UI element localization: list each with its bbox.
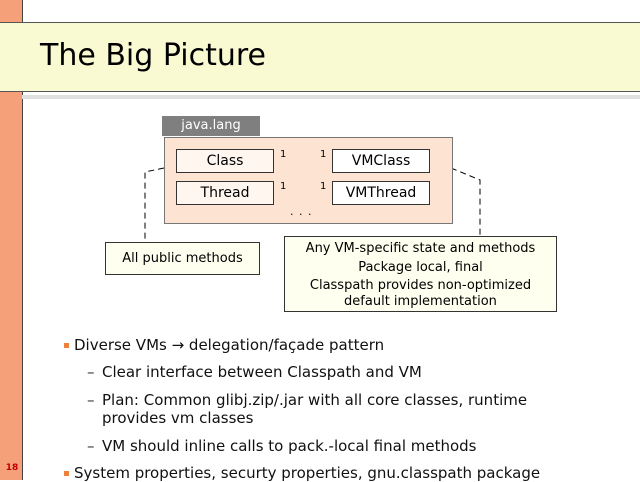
- sub-bullet-text: Plan: Common glibj.zip/.jar with all cor…: [102, 391, 528, 427]
- title-divider: [22, 95, 640, 99]
- slide-number: 18: [5, 463, 19, 473]
- title-bar: [0, 22, 640, 92]
- ellipsis: . . .: [290, 205, 313, 218]
- note-vm-line: Any VM-specific state and methods: [305, 241, 536, 256]
- sub-bullet-item: – VM should inline calls to pack.-local …: [87, 437, 477, 455]
- bullet-marker: [64, 471, 69, 476]
- bullet-item: Diverse VMs → delegation/façade pattern: [64, 336, 385, 354]
- class-box-vmthread: VMThread: [332, 181, 430, 205]
- dash-marker: –: [87, 437, 95, 455]
- note-vm-line: Classpath provides non-optimized: [309, 278, 532, 293]
- sub-bullet-item: – Plan: Common glibj.zip/.jar with all c…: [87, 391, 572, 427]
- sub-bullet-text: VM should inline calls to pack.-local fi…: [102, 437, 477, 455]
- bullet-item: System properties, securty properties, g…: [64, 464, 541, 482]
- note-vm-specific: Any VM-specific state and methods Packag…: [284, 236, 557, 312]
- note-public-methods: All public methods: [105, 242, 260, 275]
- multiplicity-thread-left: 1: [280, 181, 287, 192]
- dashed-connector-vm: [450, 167, 481, 237]
- slide-title: The Big Picture: [40, 38, 266, 73]
- slide-sidebar: [0, 0, 23, 480]
- class-box-thread: Thread: [176, 181, 274, 205]
- dashed-connector-public: [144, 167, 165, 243]
- note-vm-line: default implementation: [344, 294, 497, 309]
- package-tab: java.lang: [162, 116, 260, 136]
- dash-marker: –: [87, 391, 95, 409]
- multiplicity-class-right: 1: [320, 149, 327, 160]
- sub-bullet-text: Clear interface between Classpath and VM: [102, 363, 422, 381]
- dash-marker: –: [87, 363, 95, 381]
- note-vm-line: Package local, final: [358, 260, 483, 275]
- multiplicity-thread-right: 1: [320, 181, 327, 192]
- class-box-vmclass: VMClass: [332, 149, 430, 173]
- bullet-marker: [64, 343, 69, 348]
- class-box-class: Class: [176, 149, 274, 173]
- sub-bullet-item: – Clear interface between Classpath and …: [87, 363, 422, 381]
- bullet-text: System properties, securty properties, g…: [74, 464, 541, 482]
- bullet-text: Diverse VMs → delegation/façade pattern: [74, 336, 385, 354]
- multiplicity-class-left: 1: [280, 149, 287, 160]
